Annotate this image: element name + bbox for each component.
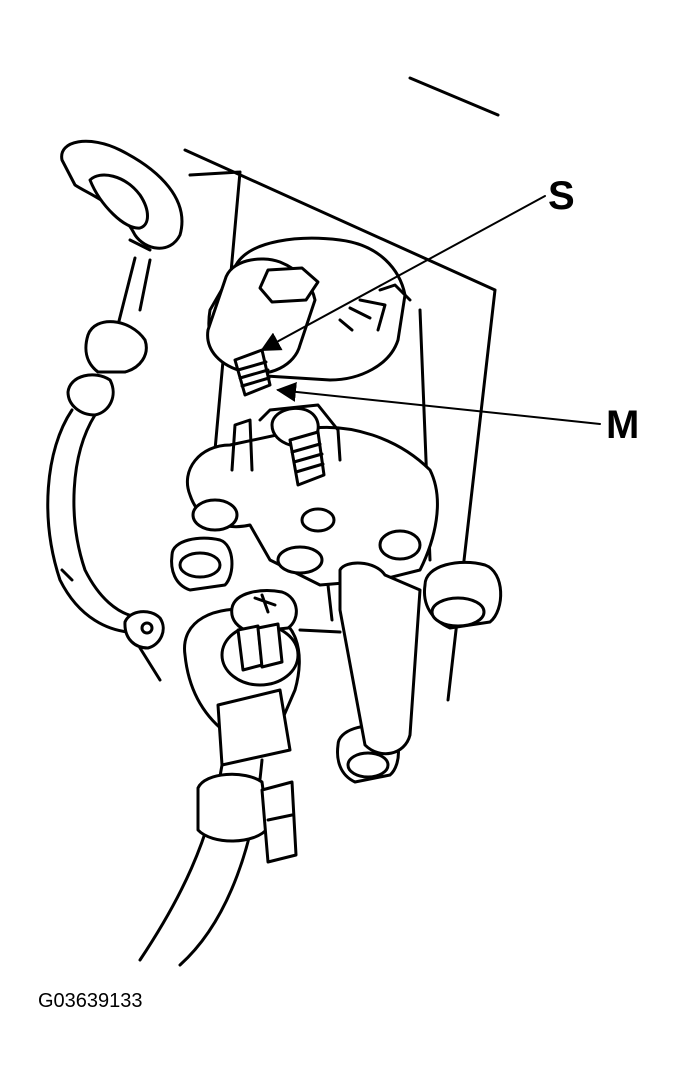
terminal-m-stud	[270, 406, 326, 487]
flange-nut-left	[170, 536, 234, 592]
cable-terminal	[183, 589, 301, 767]
callout-m-label: M	[606, 403, 640, 447]
pointer-s-arrow	[260, 195, 546, 351]
support-bracket	[298, 561, 422, 756]
flange-nut-right	[422, 560, 503, 630]
harness-clip	[123, 610, 165, 682]
edge-line-top	[408, 76, 500, 117]
starter-flange	[185, 403, 439, 587]
wiring-harness-upper	[46, 320, 148, 634]
battery-cable	[138, 758, 298, 967]
starter-solenoid	[206, 236, 412, 382]
pointer-m-arrow	[276, 381, 601, 425]
engine-block-outline	[183, 148, 497, 702]
figure-id: G03639133	[38, 990, 143, 1012]
terminal-s-stud	[233, 348, 272, 397]
harness-loop-bracket	[60, 139, 184, 327]
callout-s-label: S	[548, 174, 575, 218]
